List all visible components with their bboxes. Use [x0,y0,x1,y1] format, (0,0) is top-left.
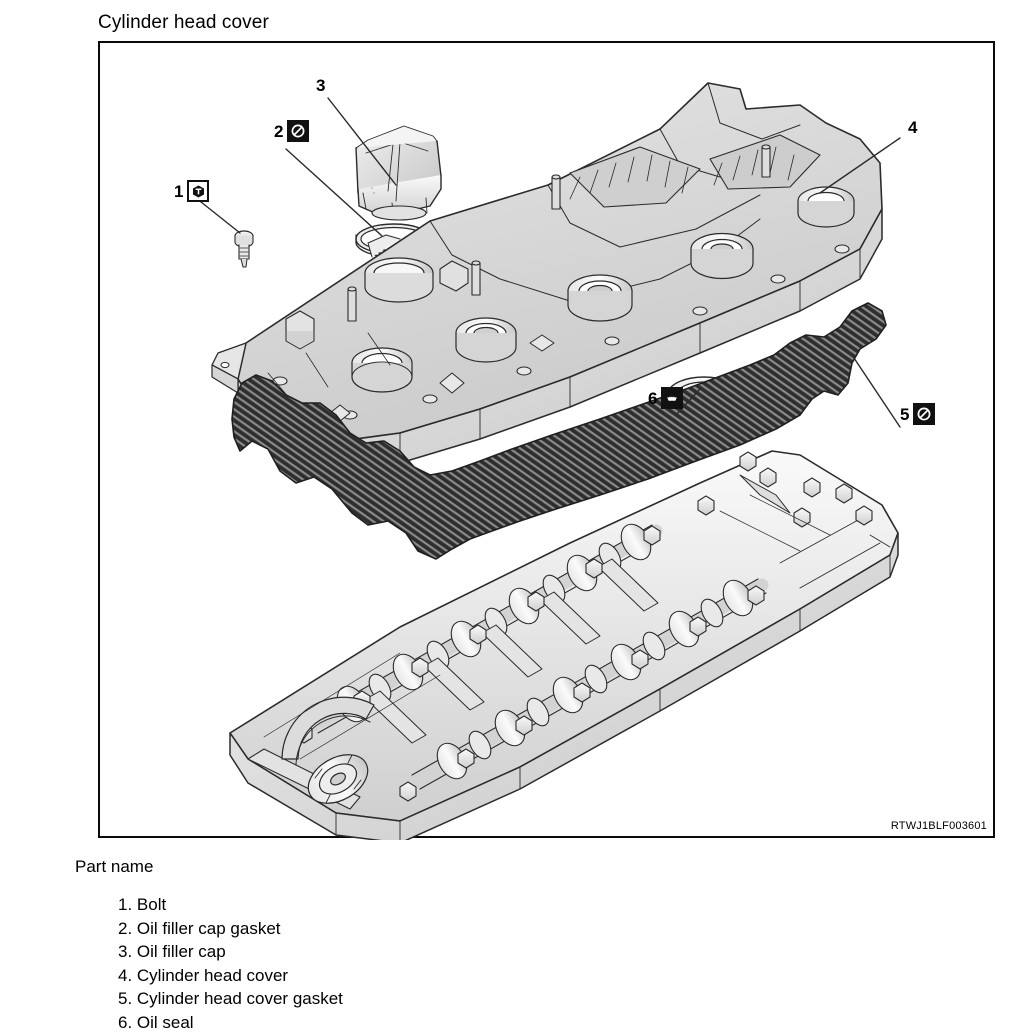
oil-filler-cap-shape [356,126,441,220]
callout-1-number: 1 [174,183,183,200]
page-title: Cylinder head cover [98,12,269,34]
figure-frame: 1 2 3 4 [98,41,995,838]
list-item: 3. Oil filler cap [118,940,343,964]
list-item: 6. Oil seal [118,1011,343,1034]
torque-bolt-icon [187,180,209,202]
list-item: 5. Cylinder head cover gasket [118,987,343,1011]
apply-grease-icon [661,387,683,409]
do-not-reuse-icon [287,120,309,142]
callout-5-number: 5 [900,406,909,423]
do-not-reuse-icon [913,403,935,425]
cylinder-head-assembly-shape [230,451,898,840]
list-item: 1. Bolt [118,893,343,917]
callout-6[interactable]: 6 [648,387,683,409]
callout-3[interactable]: 3 [316,77,325,94]
list-item: 2. Oil filler cap gasket [118,917,343,941]
callout-1[interactable]: 1 [174,180,209,202]
callout-3-number: 3 [316,76,325,95]
list-item: 4. Cylinder head cover [118,964,343,988]
figure-reference-code: RTWJ1BLF003601 [891,820,987,832]
bolt-shape [235,231,253,267]
callout-2[interactable]: 2 [274,120,309,142]
part-name-heading: Part name [75,857,153,877]
callout-4-number: 4 [908,118,917,137]
callout-5[interactable]: 5 [900,403,935,425]
part-name-list: 1. Bolt 2. Oil filler cap gasket 3. Oil … [118,893,343,1034]
callout-6-number: 6 [648,390,657,407]
callout-4[interactable]: 4 [908,119,917,136]
exploded-diagram [100,43,993,836]
callout-2-number: 2 [274,123,283,140]
